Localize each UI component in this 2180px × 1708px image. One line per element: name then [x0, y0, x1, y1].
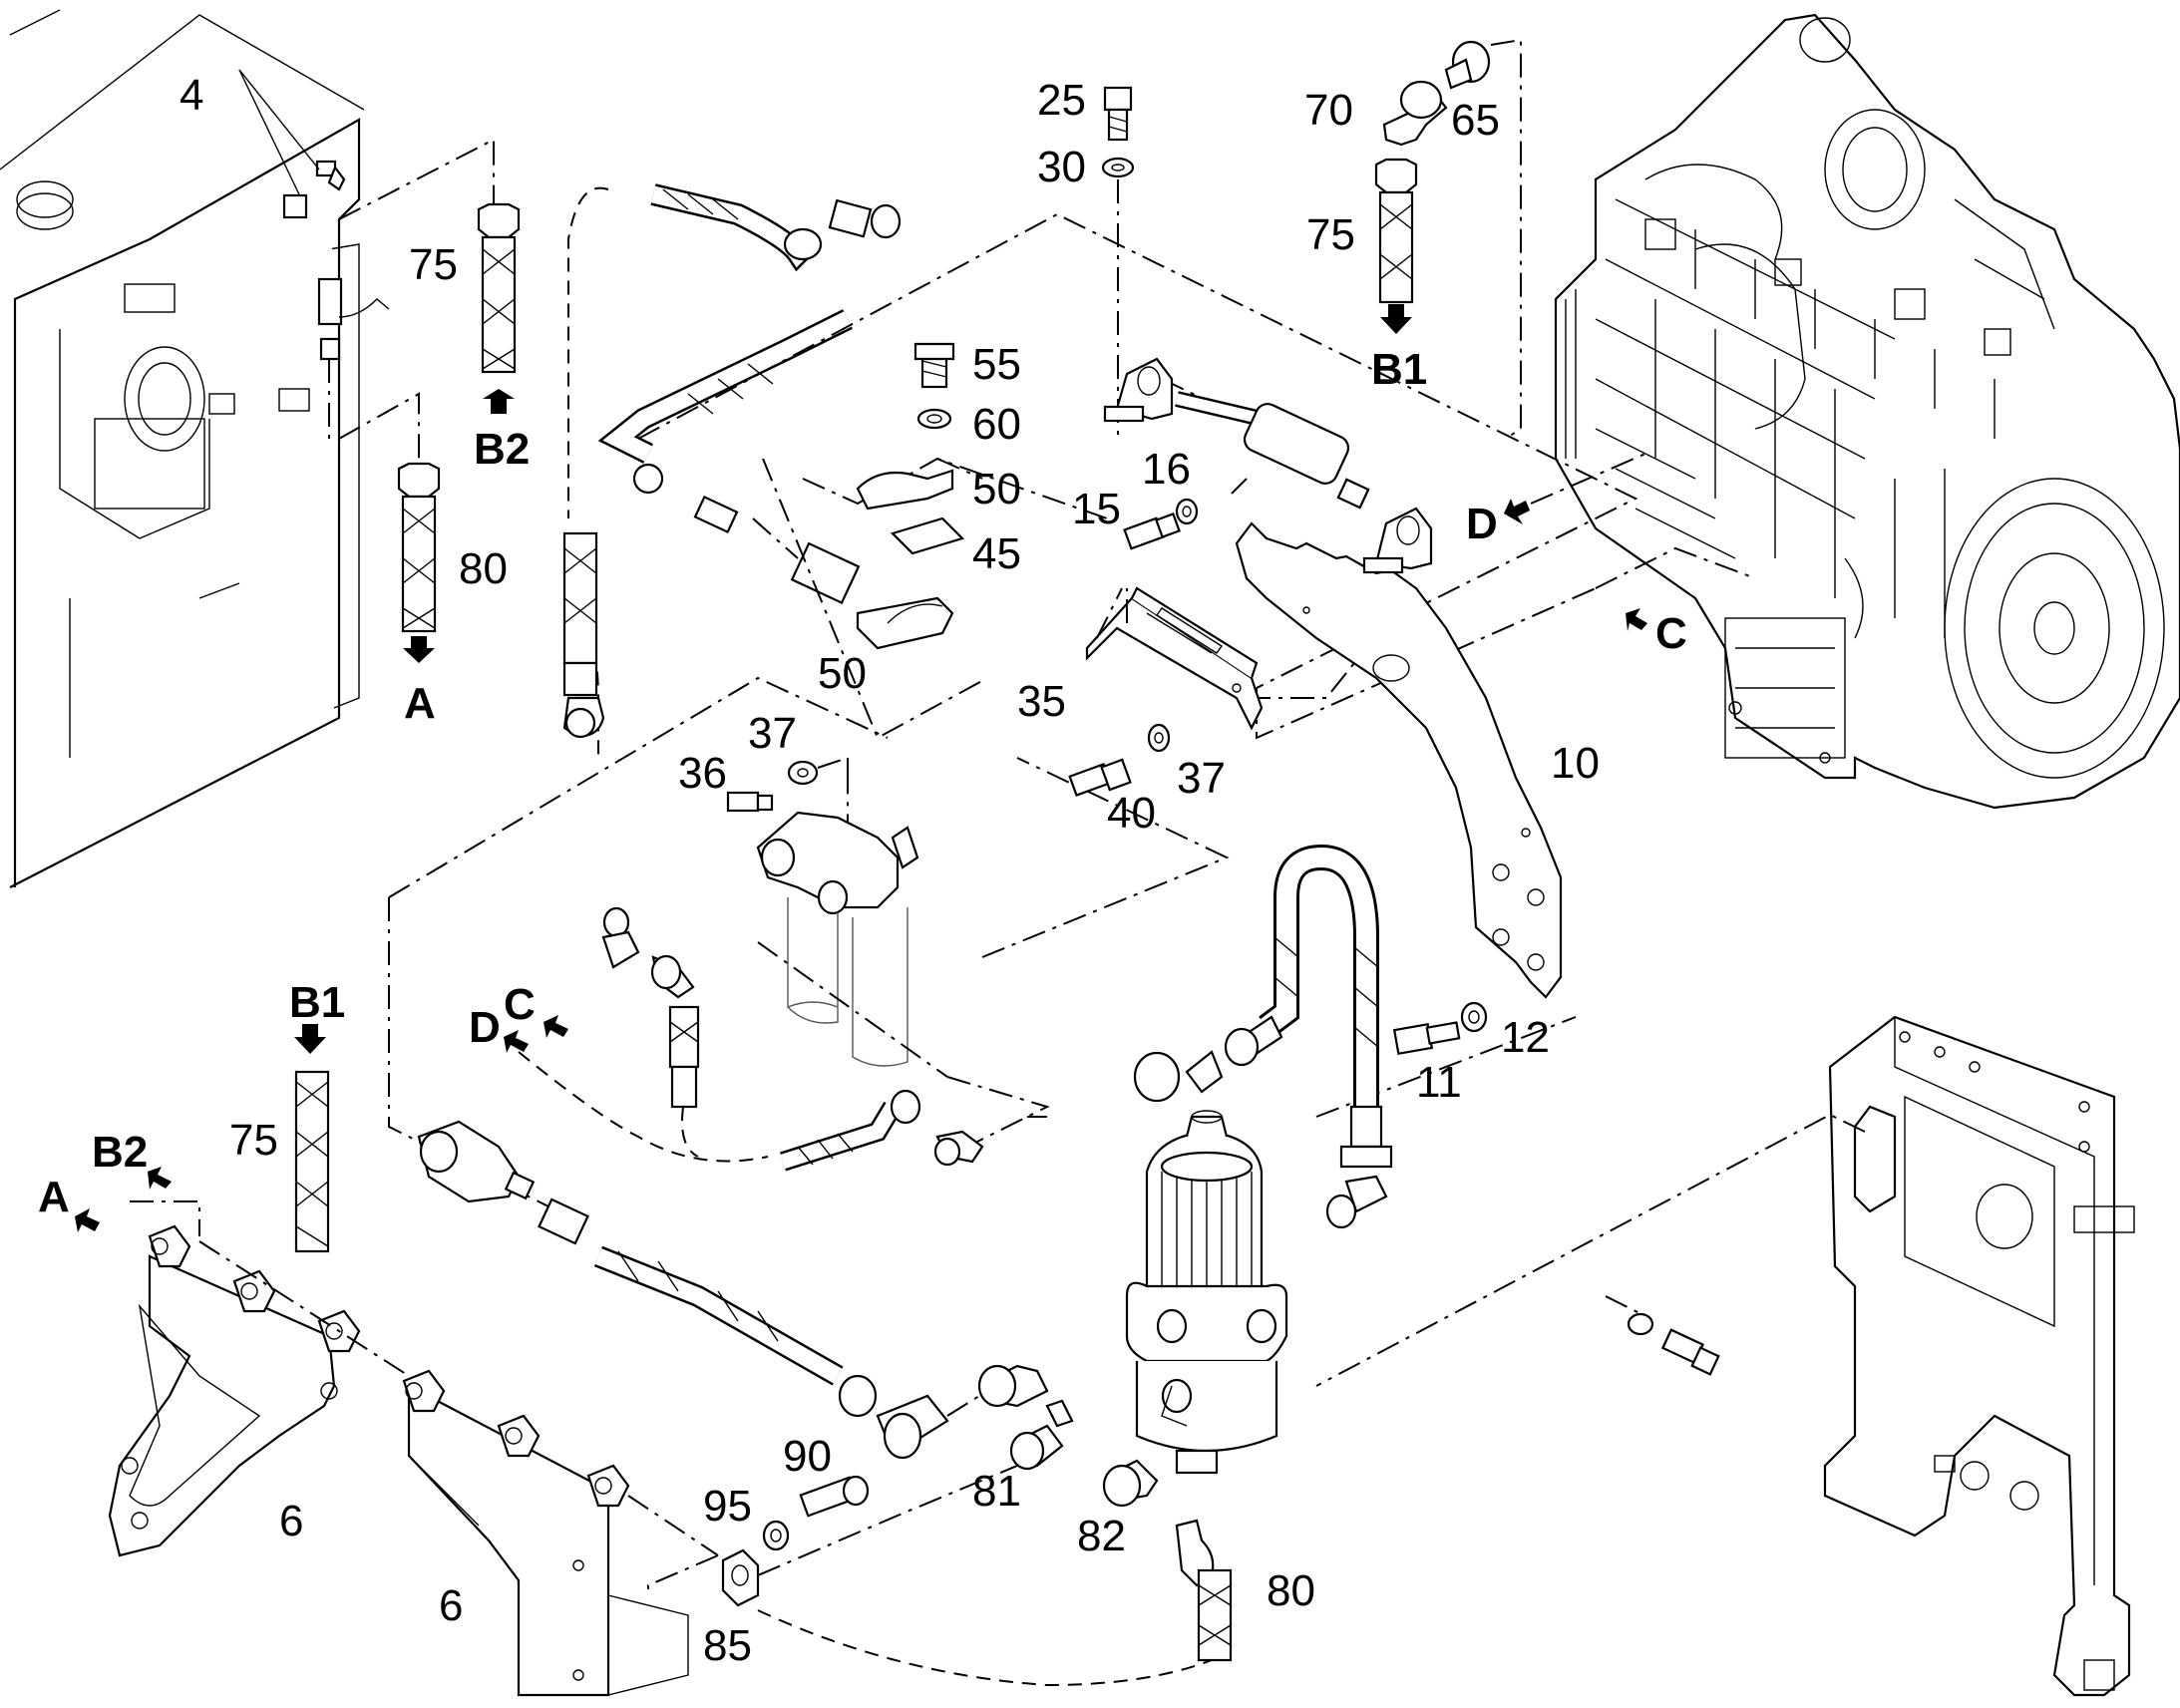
clip-item-85	[721, 1548, 760, 1607]
callout-6: 6	[439, 1581, 463, 1630]
lower-supply-hose	[417, 1120, 988, 1460]
callout-12: 12	[1501, 1013, 1550, 1062]
callout-D: D	[1466, 500, 1498, 548]
callout-37: 37	[748, 709, 797, 758]
callout-A: A	[404, 679, 436, 728]
callout-40: 40	[1107, 789, 1156, 838]
lower-filter-hose	[779, 1089, 984, 1172]
callout-75: 75	[1306, 210, 1355, 259]
plate-item-10	[1235, 521, 1563, 999]
callout-65: 65	[1451, 96, 1500, 145]
bracket-item-6-right	[402, 1369, 689, 1697]
callout-37: 37	[1177, 754, 1226, 803]
callout-45: 45	[972, 529, 1021, 578]
callout-B1: B1	[289, 978, 345, 1027]
fuel-hose-item-4	[238, 69, 390, 361]
hose-item-80-left	[397, 462, 441, 663]
callout-10: 10	[1551, 739, 1600, 788]
callout-labels: 4 75 80 A B2 25 30 55 60 50 45 50 35 16 …	[38, 71, 1687, 1670]
callout-C: C	[1655, 609, 1687, 658]
ref-arrows-engine	[1504, 453, 1756, 631]
callout-50: 50	[972, 465, 1021, 513]
callout-60: 60	[972, 400, 1021, 449]
fuel-filter-head	[756, 811, 919, 1067]
callout-4: 4	[180, 71, 203, 120]
callout-D: D	[469, 1003, 501, 1052]
callout-75: 75	[409, 240, 458, 289]
clamp-stack	[856, 342, 965, 650]
bolt-item-15-washer-16	[1123, 498, 1199, 550]
callout-A: A	[38, 1173, 70, 1221]
ref-arrows-lower-left	[75, 1015, 568, 1232]
callout-B2: B2	[474, 425, 530, 474]
callout-50: 50	[818, 649, 867, 698]
callout-75: 75	[229, 1116, 278, 1165]
callout-85: 85	[703, 1621, 752, 1670]
callout-95: 95	[703, 1482, 752, 1531]
filter-fittings	[601, 906, 700, 1109]
callout-36: 36	[678, 749, 727, 798]
bracket-item-6-left	[108, 1224, 361, 1557]
callout-6: 6	[279, 1497, 303, 1545]
callout-B1: B1	[1371, 345, 1427, 394]
callout-55: 55	[972, 340, 1021, 389]
callout-80: 80	[459, 544, 508, 593]
filter-outlet-hose	[1133, 844, 1393, 1229]
fittings-item-70-65	[1382, 40, 1491, 147]
callout-15: 15	[1072, 485, 1121, 533]
bolt-item-36-washer-37	[726, 756, 849, 838]
callout-30: 30	[1037, 143, 1086, 191]
callout-16: 16	[1142, 445, 1191, 494]
hose-item-75-upper-right	[1374, 158, 1418, 334]
callout-90: 90	[783, 1432, 832, 1481]
bracket-item-35	[1085, 586, 1264, 731]
callout-70: 70	[1304, 86, 1353, 135]
bolt-item-11-washer-12	[1392, 1001, 1488, 1056]
bolt-item-40-washer-37	[1068, 723, 1171, 797]
pipe-supports	[1103, 357, 1433, 574]
callout-B2: B2	[92, 1128, 148, 1177]
fuel-water-separator	[1125, 1110, 1288, 1475]
hose-item-75-lower-left	[294, 1024, 330, 1253]
upper-fuel-lines	[562, 183, 902, 758]
bolt-item-25-washer-30	[1101, 86, 1135, 439]
fuel-tank	[0, 9, 365, 888]
callout-25: 25	[1037, 76, 1086, 125]
callout-C: C	[504, 980, 536, 1029]
callout-82: 82	[1077, 1512, 1126, 1560]
callout-81: 81	[972, 1467, 1021, 1516]
callout-35: 35	[1017, 677, 1066, 726]
hose-item-75-upper-left	[477, 202, 521, 414]
engine-assembly	[1554, 13, 2180, 810]
bolt-nut-frame	[1605, 1295, 1720, 1376]
callout-11: 11	[1416, 1058, 1462, 1107]
bolt-item-90-washer-95	[762, 1475, 870, 1551]
callout-80: 80	[1267, 1566, 1315, 1615]
chassis-frame	[1823, 1015, 2135, 1697]
fittings-81-82	[977, 1364, 1233, 1662]
